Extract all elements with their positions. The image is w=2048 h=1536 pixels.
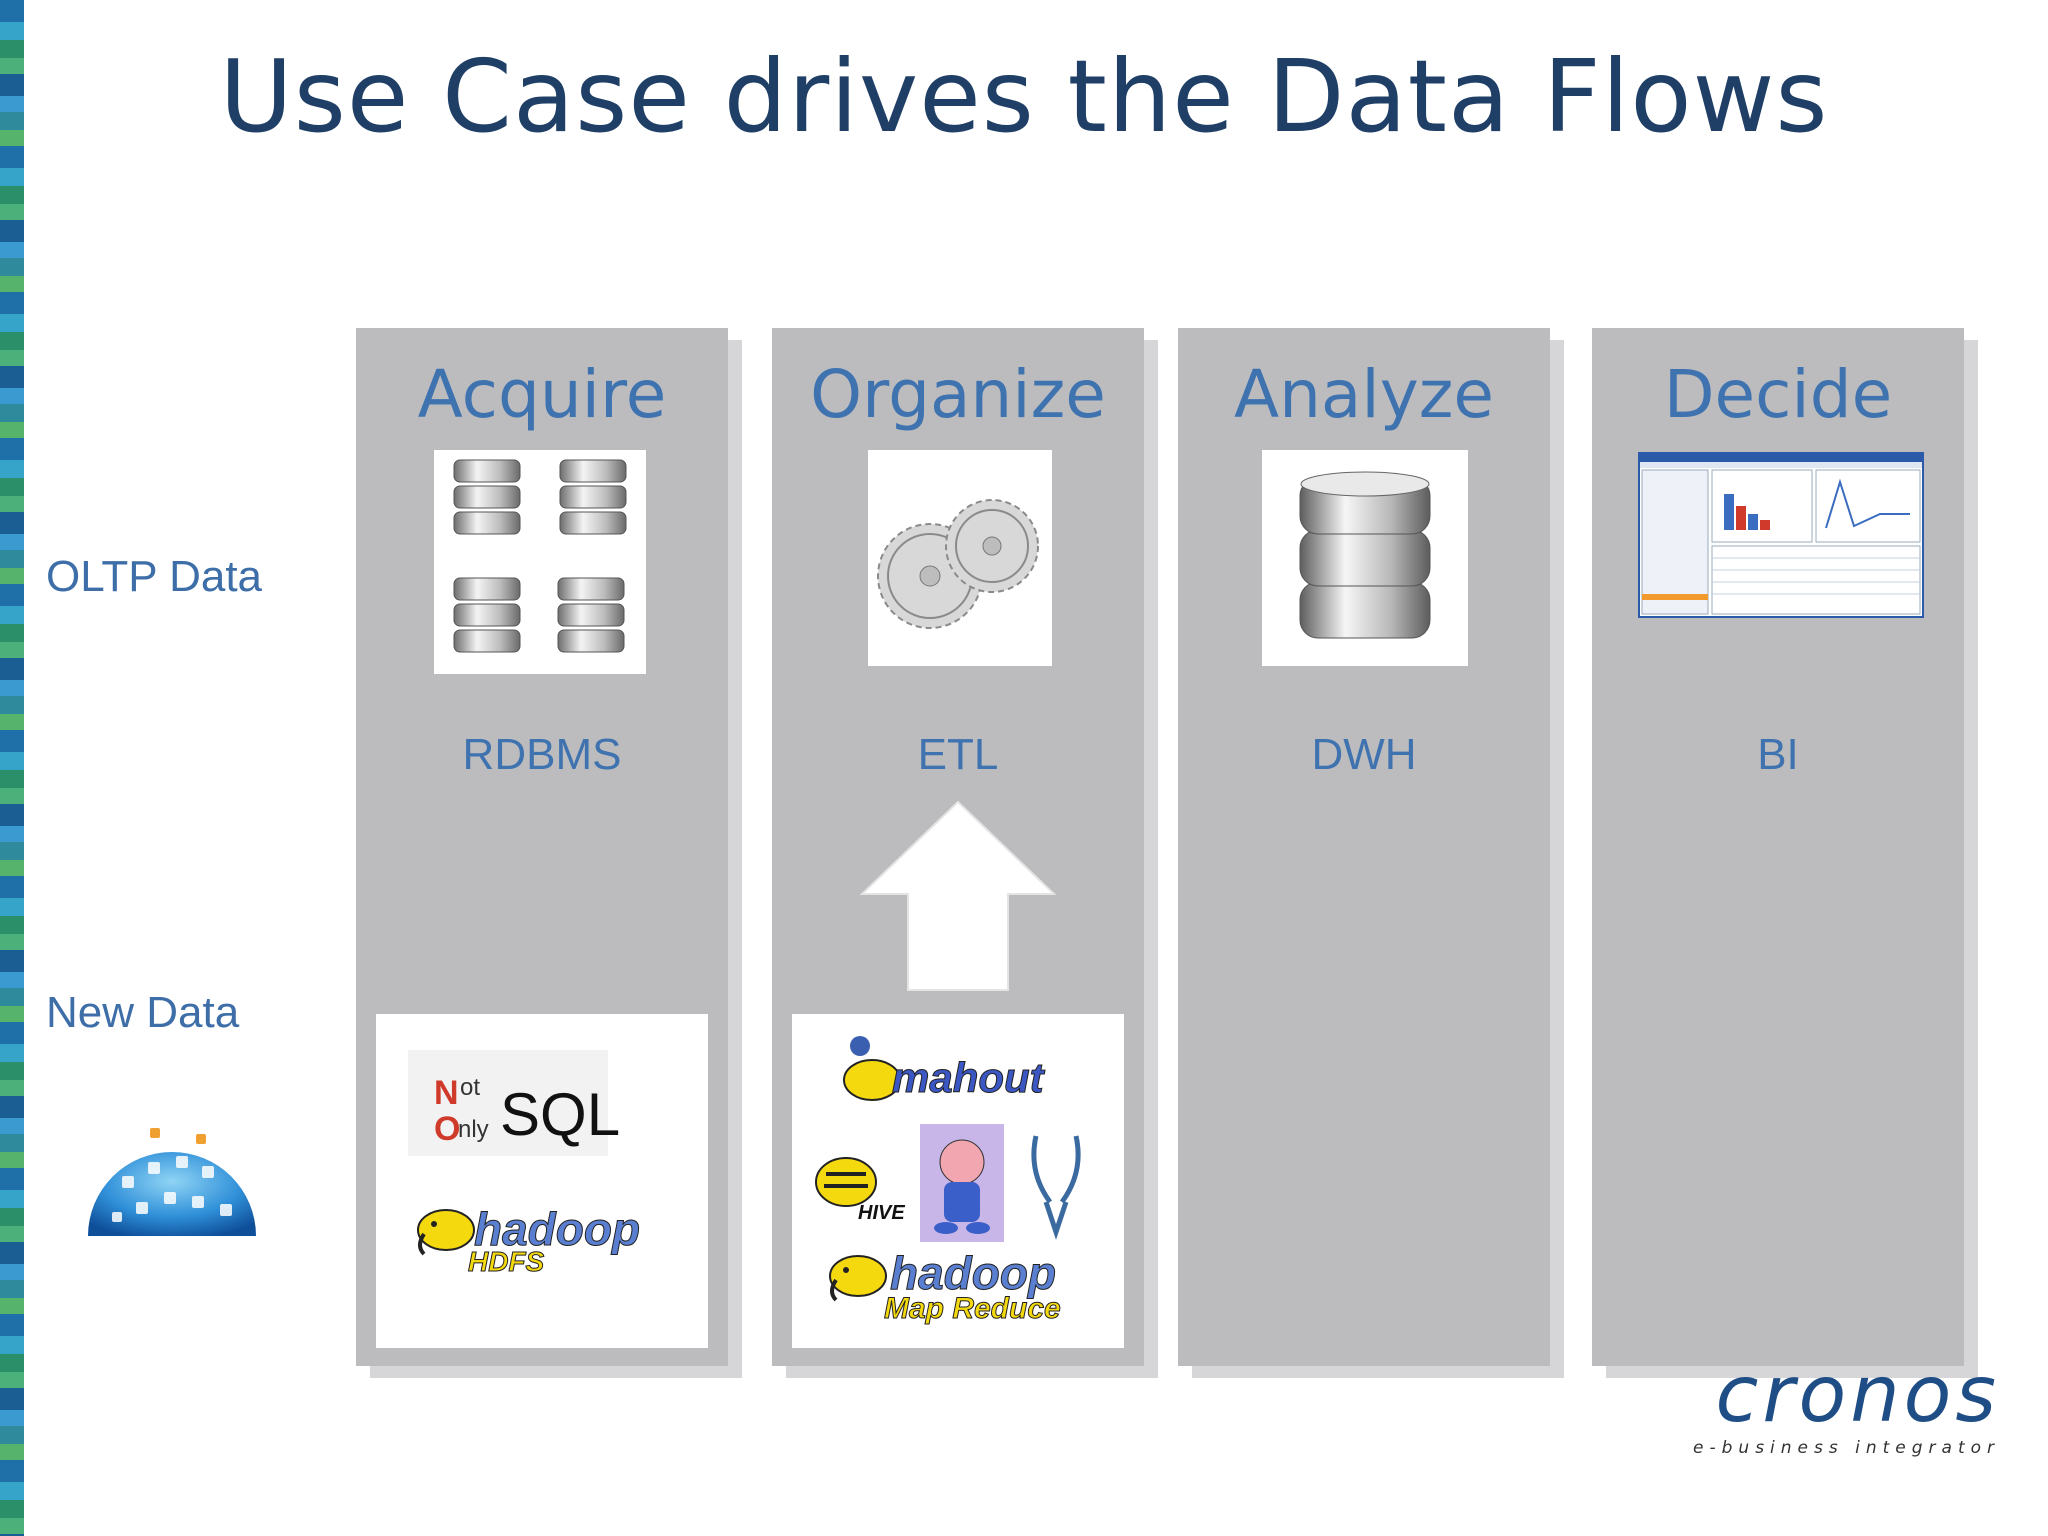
column-heading-decide: Decide bbox=[1663, 356, 1893, 433]
hadoop-mapreduce-elephant-icon bbox=[829, 1255, 887, 1302]
column-sub-etl: ETL bbox=[917, 730, 999, 779]
nosql-logo: N ot O nly SQL bbox=[408, 1050, 620, 1156]
row-label-new-data: New Data bbox=[46, 988, 240, 1037]
brand-name: cronos bbox=[1715, 1350, 2000, 1440]
antelope-icon bbox=[1031, 1135, 1081, 1240]
bi-dashboard-screenshot bbox=[1638, 452, 1924, 618]
pig-icon bbox=[920, 1124, 1004, 1242]
column-heading-acquire: Acquire bbox=[417, 356, 667, 433]
cronos-logo: cronos e-business integrator bbox=[1693, 1356, 2000, 1458]
column-heading-organize: Organize bbox=[810, 356, 1106, 433]
new-data-tools-organize: mahout HIVE hadoop Map Reduce bbox=[792, 1014, 1124, 1348]
hdfs-label: HDFS bbox=[467, 1246, 545, 1278]
hive-label: HIVE bbox=[858, 1202, 905, 1224]
column-heading-analyze: Analyze bbox=[1233, 356, 1495, 433]
data-warehouse-image bbox=[1262, 450, 1468, 666]
column-organize: Organize ETL mahout HIVE bbox=[772, 328, 1144, 1366]
mahout-wordmark: mahout bbox=[892, 1054, 1045, 1102]
column-acquire: Acquire RDBMS N ot O nly SQ bbox=[356, 328, 728, 1366]
mahout-rider-icon bbox=[843, 1036, 901, 1101]
up-arrow-icon bbox=[859, 800, 1057, 991]
decorative-side-stripe bbox=[0, 0, 24, 1536]
column-sub-dwh: DWH bbox=[1311, 730, 1417, 779]
column-decide: Decide BI bbox=[1592, 328, 1964, 1366]
gears-image bbox=[868, 450, 1052, 666]
database-stack-icon bbox=[453, 459, 627, 653]
dashboard-thumbnail-icon bbox=[1640, 454, 1922, 615]
database-icon bbox=[1299, 471, 1431, 639]
database-cluster-image bbox=[434, 450, 646, 674]
column-analyze: Analyze DWH bbox=[1178, 328, 1550, 1366]
row-label-oltp: OLTP Data bbox=[46, 552, 263, 601]
slide-title: Use Case drives the Data Flows bbox=[219, 38, 1829, 155]
hadoop-elephant-icon bbox=[417, 1209, 475, 1256]
new-data-tools-acquire: N ot O nly SQL hadoop HDFS bbox=[376, 1014, 708, 1348]
hadoop-mapreduce-wordmark: hadoop bbox=[889, 1247, 1057, 1300]
column-sub-rdbms: RDBMS bbox=[462, 730, 622, 779]
mapreduce-label: Map Reduce bbox=[884, 1292, 1062, 1326]
app-globe-icon bbox=[88, 1128, 256, 1236]
brand-tagline: e-business integrator bbox=[1693, 1438, 2000, 1458]
gears-icon bbox=[877, 499, 1039, 629]
hive-bee-icon bbox=[815, 1157, 877, 1207]
column-sub-bi: BI bbox=[1757, 730, 1799, 779]
hadoop-hdfs-wordmark: hadoop bbox=[473, 1203, 641, 1256]
